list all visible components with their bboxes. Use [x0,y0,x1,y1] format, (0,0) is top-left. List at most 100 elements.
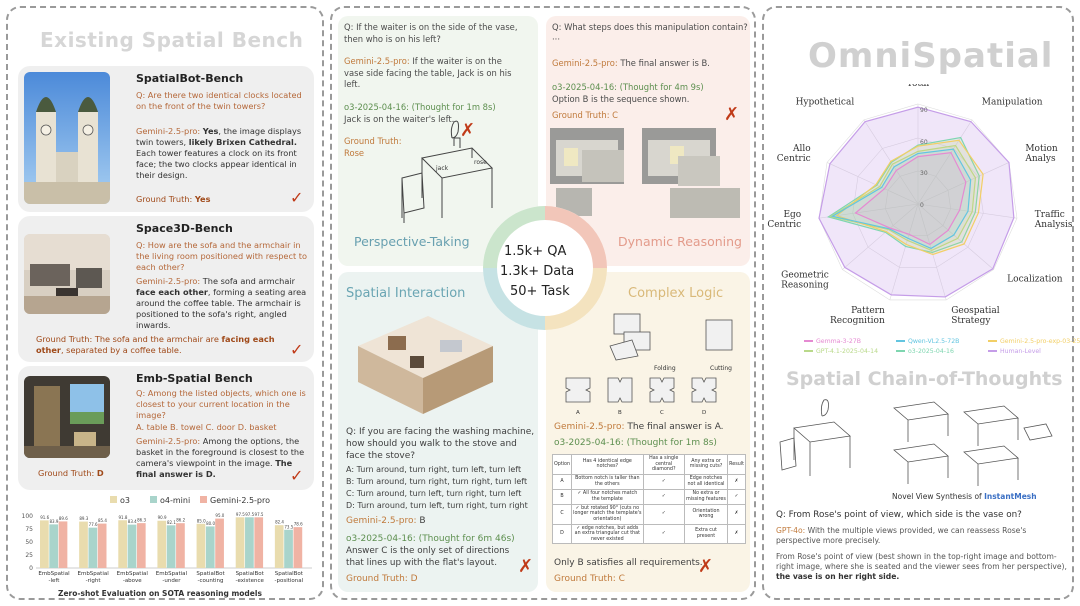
y-tick-label: 50 [25,539,33,546]
radar-chart: TotalManipulationMotionAnalysTrafficAnal… [767,84,1073,326]
bar-value-label: 89.6 [59,516,68,521]
legend-swatch [110,496,117,503]
legend-label: GPT-4.1-2025-04-14 [816,348,879,355]
x-tick-label: EmbSpatial [38,571,70,577]
table-cell: Bottom notch is taller than the others [571,473,644,490]
bar [215,518,224,568]
legend-item: Gemma-3-27B [804,338,861,345]
bar-value-label: 83.9 [50,519,59,524]
gt-label: Ground Truth: The sofa and the armchair … [36,334,219,344]
bar [88,527,98,568]
table-cell: ✓ edge notches, but adds an extra triang… [571,523,644,545]
radar-axis-label: Recognition [830,316,885,326]
perspective-gt-value: Rose [344,148,365,158]
table-cell: D [551,523,573,545]
omnispatial-tasks-panel: Q: If the waiter is on the side of the v… [330,6,756,600]
interaction-o3: o3-2025-04-16: (Thought for 6m 46s) [346,534,515,544]
model-name: Gemini-2.5-pro: [136,126,201,136]
gt-label: Ground Truth: [136,194,193,204]
bar [97,523,107,568]
legend-swatch [988,340,997,342]
interaction-o3-answer: Answer C is the only set of directions t… [346,546,510,568]
interaction-option-b: B: Turn around, turn right, turn right, … [346,477,528,486]
legend-label: Gemini-2.5-pro-exp-03-25 [1000,338,1080,345]
dynamic-gt: Ground Truth: C [552,110,619,120]
perspective-o3-answer: Jack is on the waiter's left. [344,114,455,124]
model-answer: If the waiter is on the vase side facing… [344,56,512,89]
table-cell: ✗ [727,503,746,525]
legend-label: o3-2025-04-16 [908,348,954,355]
bar-value-label: 85.4 [98,518,107,523]
radar-spoke [917,162,1010,205]
bench-answer: Gemini-2.5-pro: Among the options, the b… [136,436,306,480]
logic-model: Gemini-2.5-pro: The final answer is A. [554,422,724,434]
bar-value-label: 95.0 [215,513,224,518]
radar-axis-label: Motion [1025,144,1058,154]
x-tick-label: -positional [275,578,304,584]
legend-item: o3-2025-04-16 [896,348,954,355]
dynamic-o3-answer: Option B is the sequence shown. [552,94,690,104]
bar-value-label: 73.5 [284,524,293,529]
radar-spoke [842,203,919,270]
model-answer: B [419,516,426,526]
dynamic-title: Dynamic Reasoning [618,234,742,249]
cross-icon: ✗ [460,120,476,141]
radar-axis-label: Localization [1007,274,1063,284]
x-tick-label: -existence [236,578,265,584]
bench-title: Emb-Spatial Bench [136,372,253,385]
logic-o3: o3-2025-04-16: (Thought for 1m 8s) [554,438,717,448]
radar-spoke [917,119,973,205]
bar [254,517,264,568]
table-cell: ✓ [727,488,746,505]
interaction-option-a: A: Turn around, turn right, turn left, t… [346,465,522,474]
radar-spoke [917,203,994,270]
logic-only: Only B satisfies all requirements. [554,558,703,568]
y-tick-label: 0 [29,565,33,572]
answer-text: The sofa and armchair [202,276,295,286]
radar-axis-label: Centric [767,220,801,230]
opt-d-label: D [702,410,706,416]
bar [176,523,185,568]
radar-axis-label: Geometric [781,270,829,280]
bar [196,523,206,568]
bench-spatialbot: SpatialBot-Bench Q: Are there two identi… [18,66,314,212]
novel-view-sketches [779,399,1053,486]
perspective-o3: o3-2025-04-16: (Thought for 1m 8s) [344,102,496,112]
room-photo [24,376,110,458]
legend-swatch [988,350,997,352]
bar-value-label: 91.6 [40,515,49,520]
chart-caption: Zero-shot Evaluation on SOTA reasoning m… [58,589,262,598]
nvs-caption: Novel View Synthesis of InstantMesh [892,492,1037,501]
bar [166,525,176,568]
gt-label: Ground Truth: [38,468,95,478]
legend-item: Gemini-2.5-pro-exp-03-25 [988,338,1080,345]
legend-swatch [200,496,207,503]
logic-gt: Ground Truth: C [554,574,625,584]
table-header-cell: Any extra or missing cuts? [683,454,729,475]
bar-value-label: 82.1 [167,520,176,525]
gt-tail: , separated by a coffee table. [60,345,182,355]
floorplan-illustration [358,316,493,414]
bar-value-label: 90.9 [158,515,167,520]
answer-text-2: Each tower features a clock on its front… [136,148,297,180]
radar-axis-label: Traffic [1035,210,1065,220]
interaction-question: Q: If you are facing the washing machine… [346,427,535,461]
dynamic-o3: o3-2025-04-16: (Thought for 4m 9s) [552,82,704,92]
gt-value: D [96,468,104,478]
radar-tick-label: 30 [920,170,928,177]
chain-question: Q: From Rose's point of view, which side… [776,510,1022,520]
x-tick-label: EmbSpatial [77,571,109,577]
stats-ring [483,206,607,330]
table-sketch: rose jack [401,120,494,223]
bench-title: Space3D-Bench [136,222,233,235]
legend-swatch [804,340,813,342]
stat-data: 1.3k+ Data [500,264,575,279]
radar-grid-ring [852,137,984,268]
answer-text: Among the options, the basket in the for… [136,436,305,468]
check-icon: ✓ [290,340,304,359]
opt-a-label: A [576,410,580,416]
chain-title: Spatial Chain-of-Thoughts [786,368,1063,390]
radar-axis-label: Total [907,84,930,89]
